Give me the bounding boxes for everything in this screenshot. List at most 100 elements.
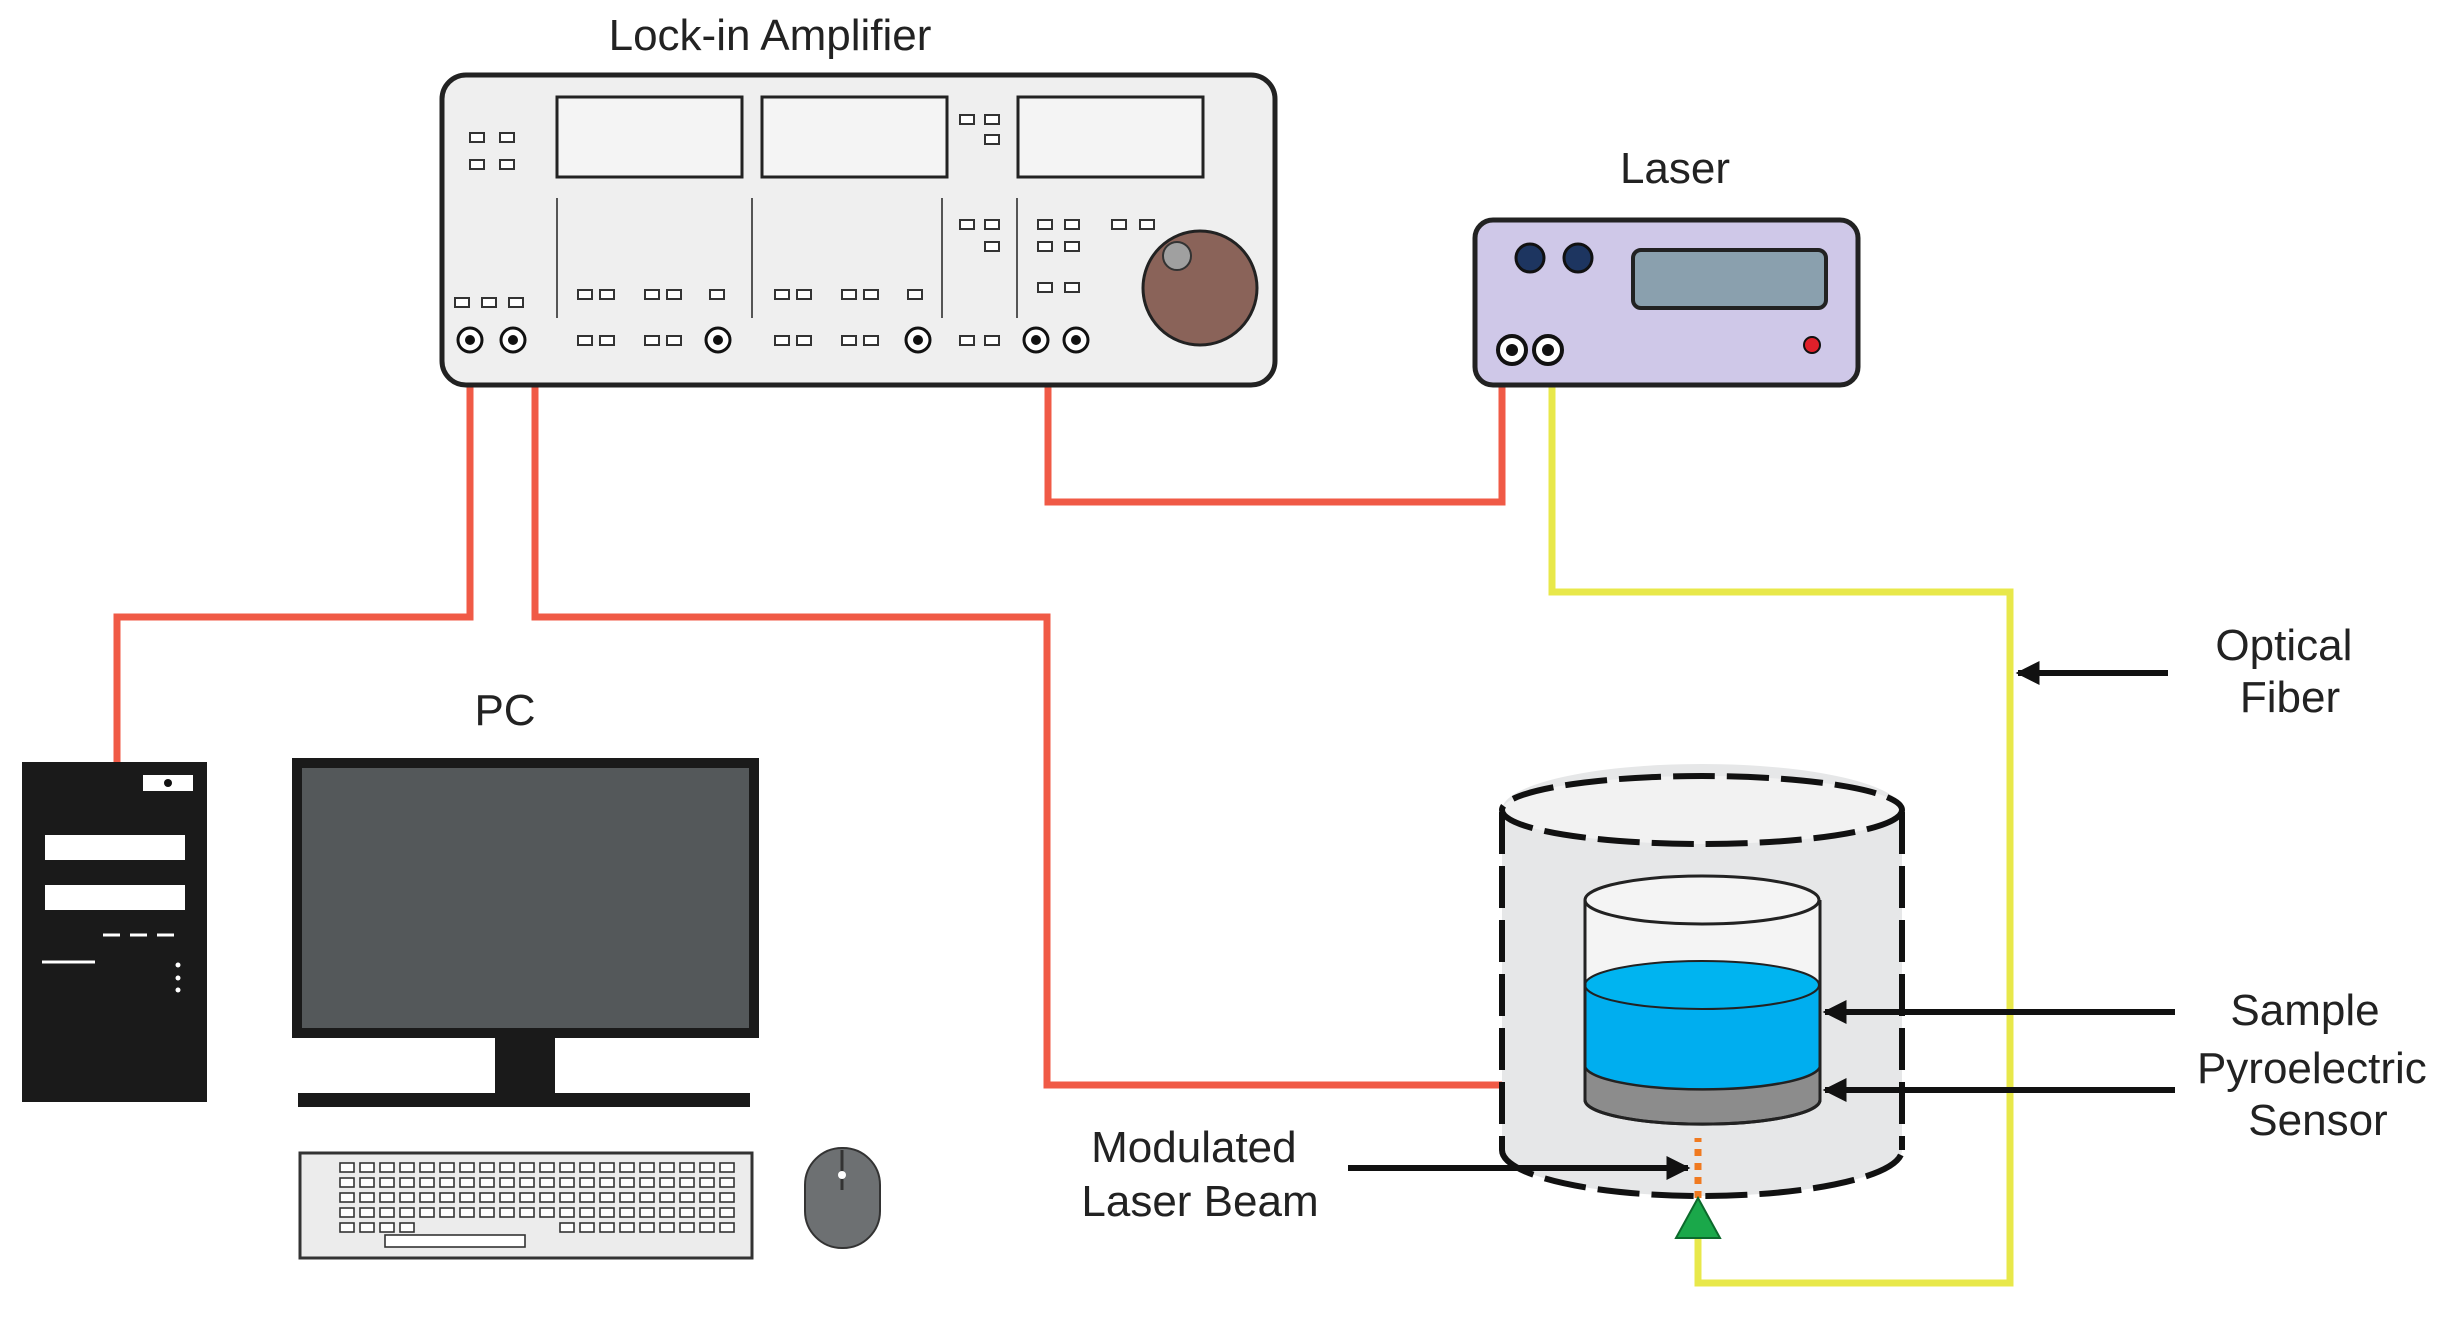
keyboard-key xyxy=(719,1207,735,1218)
keyboard-key xyxy=(539,1207,555,1218)
keyboard-key xyxy=(519,1207,535,1218)
pc-label: PC xyxy=(474,686,535,735)
cable-lockin-to-pc xyxy=(113,385,474,762)
inner-vessel-bottom xyxy=(1583,1099,1822,1126)
keyboard-key xyxy=(699,1192,715,1203)
keyboard-key xyxy=(399,1162,415,1173)
keyboard-key xyxy=(599,1207,615,1218)
keyboard-key xyxy=(439,1162,455,1173)
monitor-base xyxy=(298,1093,750,1107)
keyboard-key xyxy=(539,1162,555,1173)
keyboard-keys xyxy=(339,1162,735,1233)
mouse-wheel xyxy=(838,1171,846,1179)
keyboard-key xyxy=(659,1192,675,1203)
keyboard-key xyxy=(659,1177,675,1188)
optical-fiber-line xyxy=(1548,385,2014,1287)
keyboard-key xyxy=(419,1162,435,1173)
keyboard-key xyxy=(579,1162,595,1173)
keyboard-key xyxy=(439,1177,455,1188)
keyboard-key xyxy=(619,1177,635,1188)
keyboard-key xyxy=(619,1162,635,1173)
lockin-knob-grip xyxy=(1162,241,1192,271)
optical-fiber-label-line1: Optical xyxy=(2215,621,2352,670)
keyboard-key xyxy=(699,1162,715,1173)
keyboard-key xyxy=(399,1177,415,1188)
laser-unit xyxy=(1472,217,1861,388)
beam-label-line1: Modulated xyxy=(1091,1123,1296,1172)
keyboard-key xyxy=(459,1207,475,1218)
laser-connector-pin xyxy=(1506,344,1518,356)
modulated-laser-beam-label: Modulated Laser Beam xyxy=(1081,1123,1318,1226)
keyboard-key xyxy=(359,1222,375,1233)
keyboard-key xyxy=(459,1192,475,1203)
keyboard-key xyxy=(599,1162,615,1173)
lockin-button-grid xyxy=(454,114,1155,346)
keyboard-key xyxy=(579,1207,595,1218)
keyboard-key xyxy=(699,1207,715,1218)
sample-label: Sample xyxy=(2230,986,2379,1035)
keyboard-key xyxy=(359,1177,375,1188)
keyboard-spacebar xyxy=(384,1234,526,1248)
keyboard-key xyxy=(359,1207,375,1218)
keyboard-key xyxy=(719,1222,735,1233)
keyboard xyxy=(298,1151,754,1260)
laser-indicator-led xyxy=(1803,336,1821,354)
keyboard-key xyxy=(599,1222,615,1233)
keyboard-key xyxy=(419,1207,435,1218)
keyboard-key xyxy=(579,1177,595,1188)
signal-cables xyxy=(113,385,1590,1089)
keyboard-key xyxy=(719,1192,735,1203)
inner-vessel-rim xyxy=(1583,874,1821,926)
keyboard-key xyxy=(459,1162,475,1173)
keyboard-key xyxy=(699,1222,715,1233)
keyboard-key xyxy=(379,1177,395,1188)
optical-fiber-label: Optical Fiber xyxy=(2215,621,2364,722)
mouse xyxy=(804,1147,881,1249)
keyboard-key xyxy=(339,1177,355,1188)
keyboard-key xyxy=(719,1162,735,1173)
laser-knob xyxy=(1562,242,1594,274)
keyboard-key xyxy=(539,1177,555,1188)
monitor-neck xyxy=(495,1038,555,1096)
cable-lockin-to-sensor xyxy=(531,385,1590,1089)
keyboard-key xyxy=(579,1222,595,1233)
keyboard-key xyxy=(619,1207,635,1218)
keyboard-key xyxy=(399,1192,415,1203)
keyboard-key xyxy=(639,1162,655,1173)
keyboard-key xyxy=(679,1177,695,1188)
keyboard-key xyxy=(559,1192,575,1203)
lockin-knob xyxy=(1141,229,1259,347)
sample-cell xyxy=(1499,764,1905,1199)
keyboard-key xyxy=(679,1207,695,1218)
keyboard-key xyxy=(619,1222,635,1233)
keyboard-key xyxy=(479,1177,495,1188)
keyboard-key xyxy=(639,1192,655,1203)
beam-label-line2: Laser Beam xyxy=(1081,1177,1318,1226)
keyboard-key xyxy=(699,1177,715,1188)
keyboard-key xyxy=(339,1192,355,1203)
keyboard-key xyxy=(359,1162,375,1173)
keyboard-key xyxy=(479,1192,495,1203)
keyboard-key xyxy=(439,1192,455,1203)
keyboard-key xyxy=(639,1177,655,1188)
keyboard-key xyxy=(419,1177,435,1188)
keyboard-key xyxy=(499,1192,515,1203)
lockin-display-3 xyxy=(1016,95,1205,179)
keyboard-key xyxy=(519,1177,535,1188)
keyboard-key xyxy=(339,1222,355,1233)
keyboard-key xyxy=(639,1222,655,1233)
laser-knob xyxy=(1514,242,1546,274)
laser-connector-pin xyxy=(1542,344,1554,356)
sample-liquid-surface xyxy=(1584,960,1820,1010)
keyboard-key xyxy=(619,1192,635,1203)
keyboard-key xyxy=(599,1177,615,1188)
keyboard-key xyxy=(379,1162,395,1173)
optical-fiber-label-line2: Fiber xyxy=(2240,673,2340,722)
keyboard-key xyxy=(719,1177,735,1188)
keyboard-key xyxy=(459,1177,475,1188)
laser-label: Laser xyxy=(1620,144,1730,193)
pc-tower xyxy=(22,762,207,1102)
pc-drive-bay xyxy=(45,835,185,860)
keyboard-key xyxy=(519,1162,535,1173)
